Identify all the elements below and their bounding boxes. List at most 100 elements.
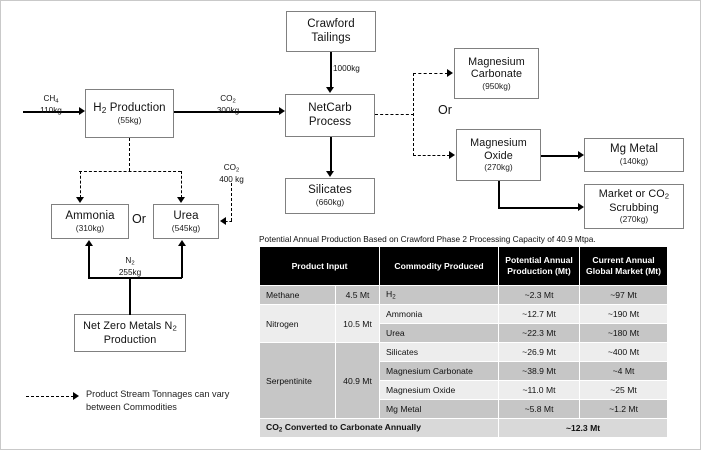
table-header: Product Input Commodity Produced Potenti… (258, 246, 669, 286)
production-table: Product Input Commodity Produced Potenti… (258, 246, 669, 438)
connector-n2-split (88, 277, 182, 279)
arrowhead-n2-ammonia (85, 240, 93, 246)
node-label: Market or CO2 Scrubbing (598, 188, 670, 214)
connector-mgo-mgmetal (541, 155, 579, 157)
dashed-h2-to-urea (181, 171, 182, 198)
header-commodity-produced: Commodity Produced (379, 246, 500, 286)
table-row: Mg Metal ~5.8 Mt ~1.2 Mt (260, 399, 669, 419)
node-sublabel: (310kg) (75, 222, 105, 233)
cell-commodity: Magnesium Carbonate (379, 361, 500, 381)
node-label: Magnesium Carbonate (468, 55, 525, 81)
node-sublabel: (55kg) (117, 114, 142, 125)
node-sublabel: (545kg) (171, 222, 201, 233)
node-label: Net Zero Metals N2 Production (83, 319, 177, 346)
cell-commodity: Silicates (379, 342, 500, 362)
dashed-h2-stem (129, 138, 130, 171)
arrowhead-h2-urea (177, 197, 185, 203)
node-label: Silicates (308, 184, 352, 197)
node-silicates: Silicates (660kg) (285, 178, 375, 214)
label-line1: N2 (125, 256, 135, 267)
node-urea: Urea (545kg) (153, 204, 219, 239)
node-label: NetCarb Process (308, 102, 352, 128)
or-label-right: Or (438, 103, 452, 117)
cell-potential: ~26.9 Mt (498, 342, 581, 362)
label-tailings-1000kg: 1000kg (333, 64, 360, 74)
arrowhead-tailings (326, 87, 334, 93)
table-header-row: Product Input Commodity Produced Potenti… (258, 246, 669, 286)
arrowhead-n2-urea (178, 240, 186, 246)
label-line1: 1000kg (333, 64, 360, 73)
label-line1: CO2 (220, 94, 236, 105)
cell-commodity: Ammonia (379, 304, 500, 324)
node-label: Magnesium Oxide (470, 137, 527, 162)
cell-product-input: Methane (259, 285, 336, 305)
total-label: CO2 Converted to Carbonate Annually (258, 418, 500, 438)
cell-market: ~97 Mt (579, 285, 669, 305)
header-current-annual-global-market: Current Annual Global Market (Mt) (579, 246, 669, 286)
cell-tonnage: 10.5 Mt (334, 304, 381, 343)
dashed-co2-400-stem (231, 183, 232, 221)
cell-market: ~25 Mt (579, 380, 669, 400)
label-line2: 300kg (216, 105, 240, 115)
connector-mgo-down (498, 181, 500, 208)
cell-potential: ~12.7 Mt (498, 304, 581, 324)
cell-commodity: Magnesium Oxide (379, 380, 500, 400)
legend-arrowhead (73, 392, 79, 400)
connector-tailings (330, 52, 332, 88)
arrowhead-co2-300 (279, 107, 285, 115)
node-label: Urea (173, 209, 199, 222)
total-value: ~12.3 Mt (498, 418, 669, 438)
cell-market: ~180 Mt (579, 323, 669, 343)
node-magnesium-carbonate: Magnesium Carbonate (950kg) (454, 48, 539, 99)
arrowhead-silicates (326, 171, 334, 177)
dashed-h2-to-ammonia (80, 171, 81, 198)
connector-ch4 (23, 111, 79, 113)
legend-text: Product Stream Tonnages can vary between… (86, 389, 230, 413)
dashed-to-mg-carbonate (413, 73, 448, 74)
node-sublabel: (140kg) (619, 156, 649, 167)
node-crawford-tailings: Crawford Tailings (286, 11, 376, 52)
cell-potential: ~22.3 Mt (498, 323, 581, 343)
table-caption: Potential Annual Production Based on Cra… (259, 234, 596, 244)
label-line2: 400 kg (219, 174, 244, 184)
node-sublabel: (660kg) (315, 197, 345, 208)
node-h2-production: H2 Production (55kg) (85, 89, 174, 138)
cell-commodity: Mg Metal (379, 399, 500, 419)
cell-potential: ~5.8 Mt (498, 399, 581, 419)
dashed-netcarb-out (375, 114, 414, 115)
label-line2: 255kg (118, 267, 142, 277)
cell-commodity: H2 (379, 285, 500, 305)
cell-market: ~4 Mt (579, 361, 669, 381)
cell-market: ~1.2 Mt (579, 399, 669, 419)
dashed-to-mg-oxide (413, 155, 450, 156)
arrowhead-co2-400-urea (220, 217, 226, 225)
connector-mgo-market (498, 207, 579, 209)
label-line1: CH4 (43, 94, 59, 105)
or-label-left: Or (132, 212, 146, 226)
connector-n2-to-urea (181, 246, 183, 278)
node-label: Crawford Tailings (307, 18, 355, 44)
cell-product-input: Serpentinite (259, 342, 336, 419)
node-label: Mg Metal (609, 143, 659, 156)
header-potential-annual-production: Potential Annual Production (Mt) (498, 246, 581, 286)
node-magnesium-oxide: Magnesium Oxide (270kg) (456, 129, 541, 181)
table-row: Magnesium Oxide ~11.0 Mt ~25 Mt (260, 380, 669, 400)
cell-market: ~190 Mt (579, 304, 669, 324)
cell-potential: ~2.3 Mt (498, 285, 581, 305)
arrowhead-mgmetal (578, 151, 584, 159)
node-label: H2 Production (93, 101, 166, 115)
arrowhead-mg-carbonate (447, 69, 453, 77)
cell-potential: ~38.9 Mt (498, 361, 581, 381)
cell-market: ~400 Mt (579, 342, 669, 362)
cell-potential: ~11.0 Mt (498, 380, 581, 400)
arrowhead-market (578, 203, 584, 211)
table-row: Serpentinite 40.9 Mt Silicates ~26.9 Mt … (259, 342, 669, 419)
connector-n2-to-ammonia (88, 246, 90, 278)
table-body: Methane 4.5 Mt H2 ~2.3 Mt ~97 Mt Nitroge… (258, 285, 669, 438)
node-netcarb-process: NetCarb Process (285, 94, 375, 137)
arrowhead-h2-ammonia (76, 197, 84, 203)
label-n2-255kg: N2 255kg (105, 256, 155, 278)
node-sublabel: (950kg) (482, 80, 511, 91)
connector-n2-stem (129, 277, 131, 315)
